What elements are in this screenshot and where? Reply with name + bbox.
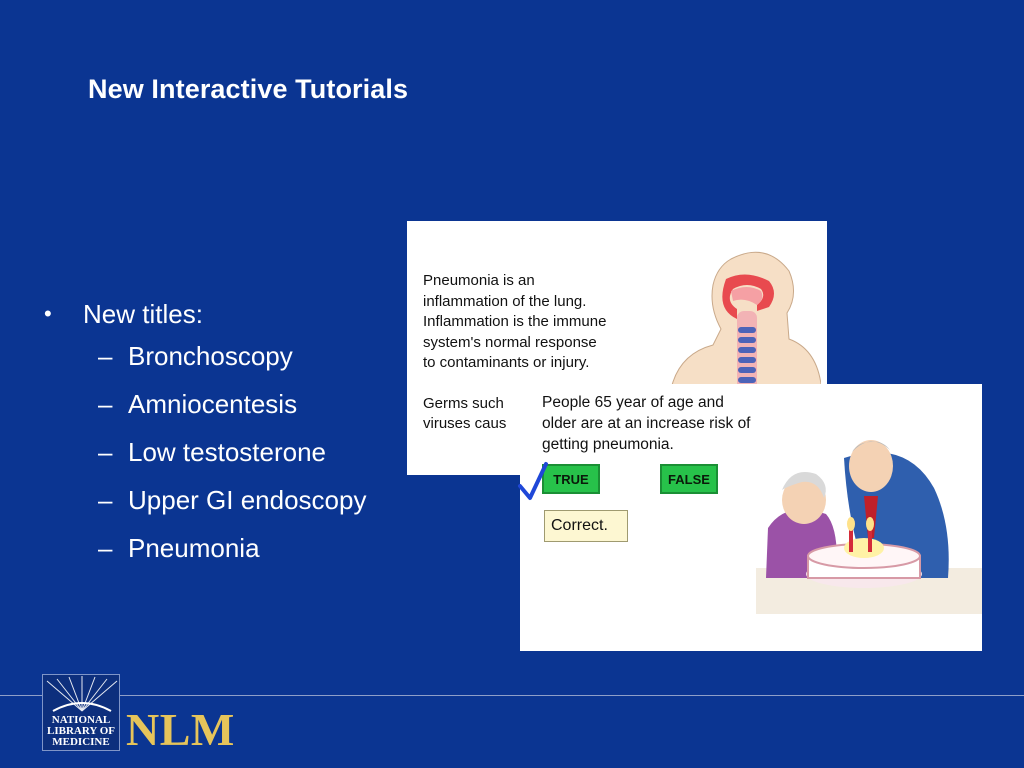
bullet-dot-icon: •	[44, 301, 52, 326]
bullet-main: • New titles:	[44, 296, 414, 332]
slide-title: New Interactive Tutorials	[88, 74, 409, 104]
dash-icon: –	[98, 484, 113, 515]
logo-line: NATIONAL	[51, 714, 111, 726]
sub-bullet-label: Upper GI endoscopy	[128, 484, 367, 515]
nlm-wordmark: NLM	[126, 704, 235, 755]
nlm-logo: NATIONAL LIBRARY OF MEDICINE	[42, 674, 120, 751]
sub-bullet-upper-gi-endoscopy: – Upper GI endoscopy	[44, 476, 414, 524]
sub-bullet-label: Pneumonia	[128, 532, 260, 563]
question-line: getting pneumonia.	[542, 436, 674, 453]
tutorial-text-partial: Germs such viruses caus	[423, 394, 543, 434]
text-line: Pneumonia is an	[423, 272, 535, 289]
text-line: Germs such	[423, 395, 504, 412]
elderly-couple-birthday-cake-illustration	[756, 440, 982, 614]
true-button[interactable]: TRUE	[542, 464, 600, 494]
sub-bullet-low-testosterone: – Low testosterone	[44, 428, 414, 476]
quiz-question: People 65 year of age and older are at a…	[542, 392, 802, 455]
text-line: system's normal response	[423, 333, 597, 351]
checkmark-icon	[518, 462, 548, 500]
sub-bullet-label: Low testosterone	[128, 436, 327, 467]
dash-icon: –	[98, 340, 113, 371]
logo-line: LIBRARY OF	[47, 725, 115, 737]
sub-bullet-label: Amniocentesis	[128, 388, 298, 419]
text-line: inflammation of the lung.	[423, 292, 587, 310]
dash-icon: –	[98, 388, 113, 419]
question-line: People 65 year of age and	[542, 394, 724, 411]
text-line: to contaminants or injury.	[423, 354, 590, 372]
sub-bullet-label: Bronchoscopy	[128, 340, 293, 371]
tutorial-screenshot-quiz: People 65 year of age and older are at a…	[520, 384, 982, 651]
logo-sunburst-icon	[46, 676, 118, 712]
bullet-list: • New titles: – Bronchoscopy – Amniocent…	[44, 296, 414, 572]
logo-line: MEDICINE	[52, 736, 110, 748]
bullet-main-label: New titles:	[83, 298, 203, 329]
sub-bullet-amniocentesis: – Amniocentesis	[44, 380, 414, 428]
footer-divider	[0, 695, 1024, 696]
text-line: Inflammation is the immune	[423, 313, 607, 331]
false-button[interactable]: FALSE	[660, 464, 718, 494]
sub-bullet-pneumonia: – Pneumonia	[44, 524, 414, 572]
logo-caption: NATIONAL LIBRARY OF MEDICINE	[43, 715, 119, 748]
tutorial-text: Pneumonia is an inflammation of the lung…	[423, 271, 663, 374]
sub-bullet-bronchoscopy: – Bronchoscopy	[44, 332, 414, 380]
dash-icon: –	[98, 436, 113, 467]
dash-icon: –	[98, 532, 113, 563]
text-line: viruses caus	[423, 415, 507, 432]
question-line: older are at an increase risk of	[542, 415, 751, 432]
feedback-box: Correct.	[544, 510, 628, 542]
